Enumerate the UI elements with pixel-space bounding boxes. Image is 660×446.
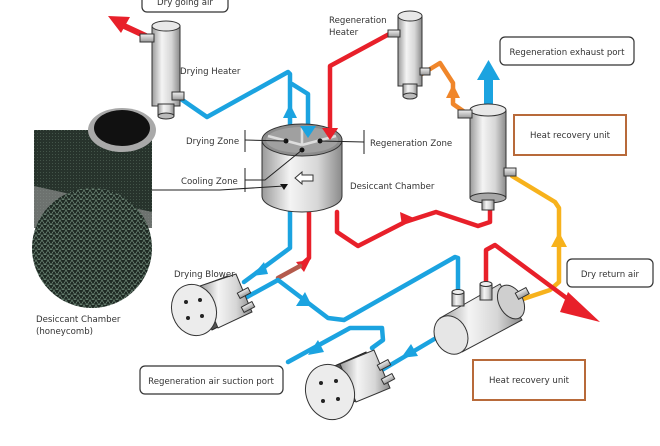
pipe-regen-to-hru-orange — [419, 60, 469, 116]
drying-zone-callout: Drying Zone — [186, 130, 287, 152]
pipe-chamber-red-down — [297, 209, 312, 269]
dry-going-air-text: Dry going air — [157, 0, 213, 8]
pipe-blower-out — [244, 254, 461, 323]
pipe-mixing-segment — [275, 263, 303, 281]
regeneration-air-suction-port-box: Regeneration air suction port — [139, 365, 284, 395]
regeneration-zone-callout: Regeneration Zone — [319, 130, 452, 154]
heat-recovery-unit-top-box: Heat recovery unit — [513, 114, 627, 156]
flow-arrow-suction — [308, 340, 324, 355]
drying-heater-label: Drying Heater — [180, 67, 241, 77]
regeneration-exhaust-port-label: Regeneration exhaust port — [510, 48, 626, 58]
heat-recovery-unit-upper — [457, 103, 517, 211]
heat-recovery-unit-lower — [433, 281, 530, 355]
pipe-return-yellow — [509, 173, 562, 303]
regeneration-heater — [387, 10, 431, 100]
regeneration-blower — [304, 349, 396, 421]
regeneration-heater-label-1: Regeneration — [329, 16, 387, 26]
dry-return-air-arrow — [560, 292, 600, 322]
flow-arrow-blue-return — [296, 292, 312, 306]
regeneration-air-suction-port-label: Regeneration air suction port — [148, 377, 274, 387]
honeycomb-label-1: Desiccant Chamber — [36, 315, 121, 325]
pipe-chamber-to-hru-red — [334, 201, 493, 249]
regeneration-zone-label: Regeneration Zone — [370, 139, 452, 149]
pipe-regen-heater-to-chamber — [327, 29, 396, 143]
flow-arrow-orange — [446, 84, 460, 98]
regeneration-heater-label-2: Heater — [329, 28, 359, 38]
heat-recovery-unit-top-label: Heat recovery unit — [530, 131, 611, 141]
pipe-heater-to-chamber — [175, 69, 293, 138]
flow-arrow-yellow — [551, 232, 567, 247]
flow-arrow-red-mid — [400, 212, 414, 226]
heat-recovery-unit-bottom-label: Heat recovery unit — [489, 376, 570, 386]
cooling-zone-label: Cooling Zone — [181, 177, 238, 187]
rotation-arrow-icon — [294, 170, 314, 186]
pipe-suction-inlet — [285, 325, 386, 365]
drying-zone-label: Drying Zone — [186, 137, 239, 147]
heat-recovery-unit-bottom-box: Heat recovery unit — [472, 359, 586, 401]
dry-return-air-label: Dry return air — [581, 270, 640, 280]
honeycomb-image — [32, 108, 156, 308]
desiccant-chamber-label: Desiccant Chamber — [350, 182, 435, 192]
drying-blower-label: Drying Blower — [174, 270, 235, 280]
drying-heater — [139, 20, 185, 120]
honeycomb-label-2: (honeycomb) — [36, 327, 93, 337]
pipe-dry-return-red — [483, 242, 583, 311]
regeneration-exhaust-arrow — [477, 60, 500, 108]
flow-arrow-blower-in — [252, 262, 268, 276]
honeycomb-leader-line — [152, 185, 285, 191]
flow-arrow-up — [283, 104, 297, 118]
dry-going-air-label: Dry going air — [141, 0, 229, 13]
dry-return-air-box: Dry return air — [566, 258, 654, 288]
regeneration-exhaust-port-box: Regeneration exhaust port — [499, 36, 635, 66]
drying-blower — [170, 273, 256, 337]
